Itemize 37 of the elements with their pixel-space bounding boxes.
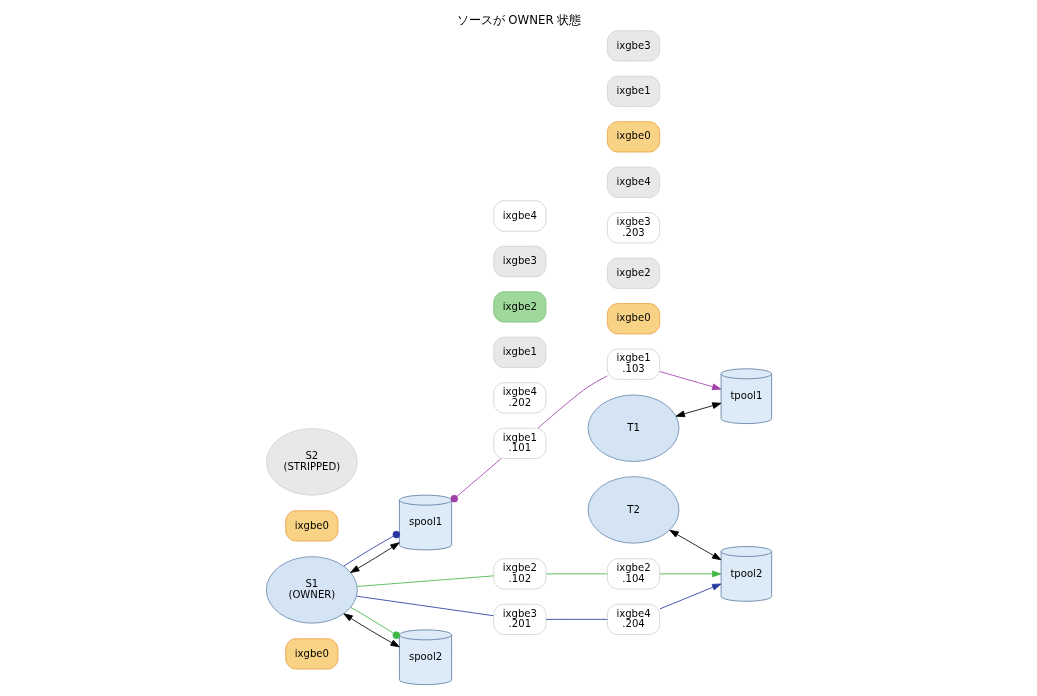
node-box: ixgbe2 .104	[606, 558, 660, 590]
arrow	[349, 542, 400, 573]
connector	[356, 575, 494, 587]
connector	[349, 606, 400, 639]
node-box: ixgbe0	[284, 638, 338, 670]
node-box: ixgbe3	[606, 30, 660, 62]
diagram-title: ソースが OWNER 状態	[456, 13, 581, 28]
node-box: ixgbe3	[492, 245, 546, 278]
node-box: ixgbe4 .202	[492, 382, 546, 414]
node-box: ixgbe1 .103	[606, 348, 660, 380]
node-box: ixgbe3 .203	[606, 212, 660, 244]
node-box: ixgbe0	[606, 121, 660, 153]
connector	[449, 458, 501, 503]
node-box: ixgbe4	[606, 166, 660, 198]
node-box: ixgbe1 .101	[492, 427, 546, 459]
connector	[537, 375, 608, 429]
arrow	[658, 583, 721, 610]
arrow	[675, 402, 721, 418]
node-box: ixgbe1	[606, 75, 660, 107]
node-box: ixgbe4	[492, 200, 546, 232]
arrow	[342, 613, 400, 648]
node-box: ixgbe0	[284, 510, 338, 542]
node-ellipse: S2 (STRIPPED)	[265, 428, 358, 496]
node-box: ixgbe2	[606, 257, 660, 289]
node-box: ixgbe1	[492, 336, 546, 368]
node-box: ixgbe3 .201	[492, 603, 546, 635]
node-box: ixgbe2	[492, 291, 546, 323]
node-box: ixgbe0	[606, 303, 660, 335]
connector	[355, 595, 494, 617]
connector	[342, 530, 400, 567]
node-box: ixgbe2 .102	[492, 558, 546, 590]
arrow	[668, 529, 721, 561]
node-box: ixgbe4 .204	[606, 603, 660, 635]
connector	[545, 618, 608, 620]
node-ellipse: T1	[587, 394, 679, 462]
arrow	[658, 371, 721, 391]
arrow	[658, 570, 721, 578]
